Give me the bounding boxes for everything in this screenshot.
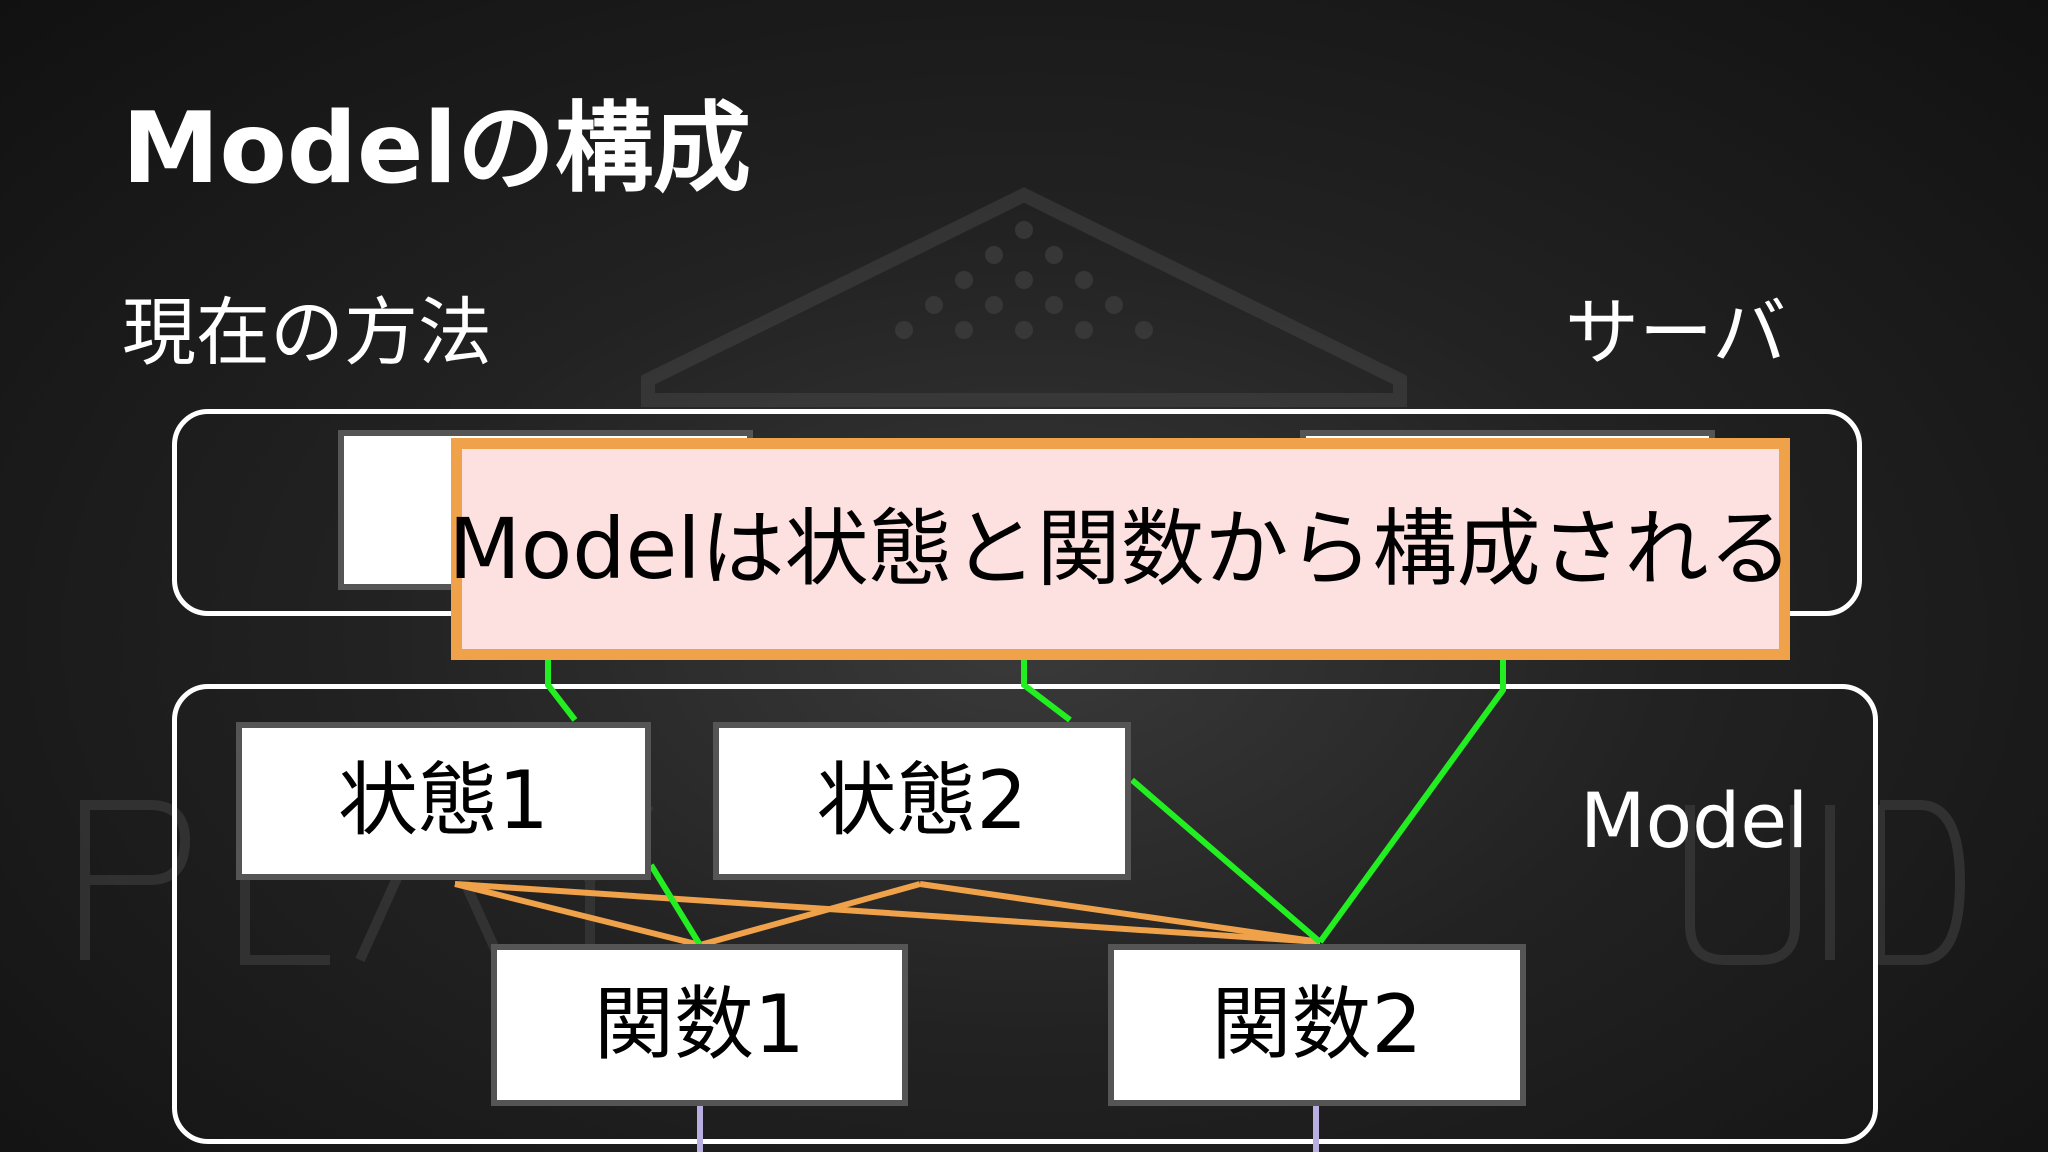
callout-box: Modelは状態と関数から構成される (448, 438, 1793, 660)
callout-text: Modelは状態と関数から構成される (448, 500, 1793, 598)
server-label: サーバ (1565, 290, 1787, 376)
state-node-1-label: 状態1 (338, 754, 549, 847)
slide-title: Modelの構成 (122, 92, 752, 206)
state-node-1: 状態1 (236, 722, 651, 880)
state-node-2-label: 状態2 (816, 754, 1028, 847)
function-node-2: 関数2 (1108, 944, 1526, 1106)
model-label: Model (1580, 776, 1809, 865)
function-node-1-label: 関数1 (594, 978, 805, 1071)
function-node-2-label: 関数2 (1211, 978, 1423, 1071)
state-node-2: 状態2 (713, 722, 1131, 880)
function-node-1: 関数1 (491, 944, 908, 1106)
method-subtitle: 現在の方法 (122, 290, 492, 376)
